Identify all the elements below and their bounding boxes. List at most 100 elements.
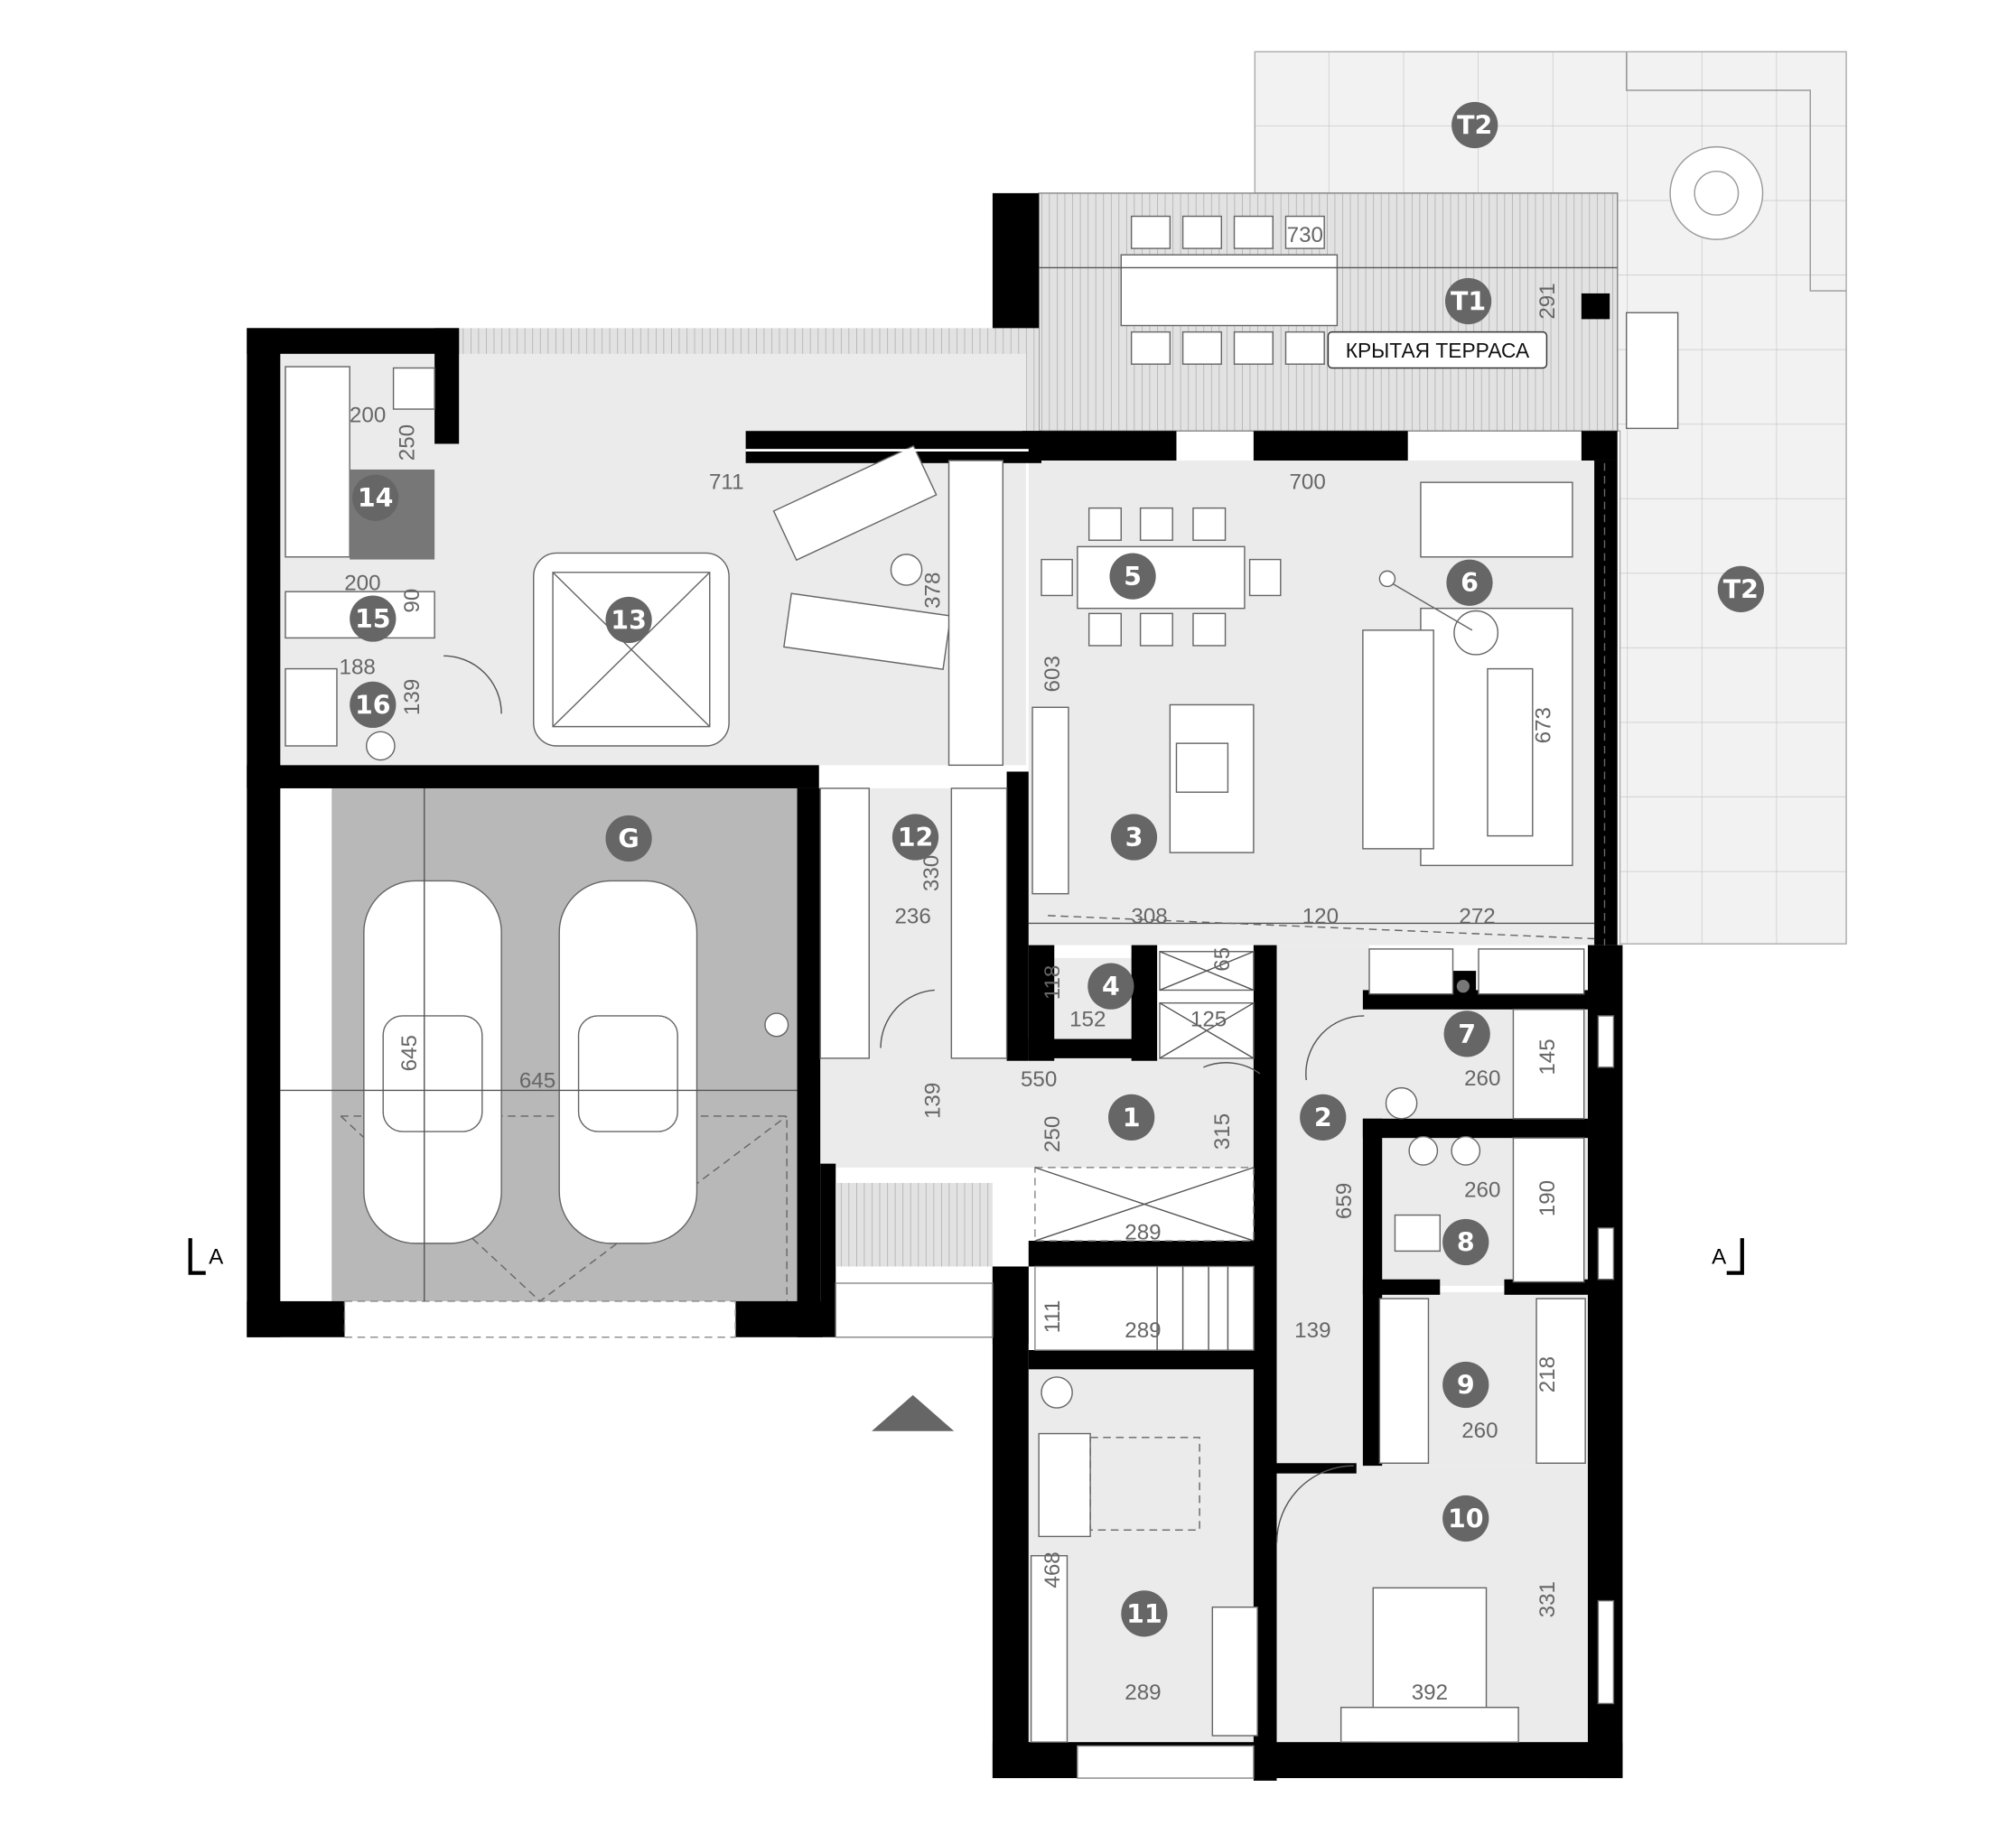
room-marker-G: G bbox=[605, 815, 652, 862]
room-number: 3 bbox=[1125, 823, 1143, 852]
dimension-label: 291 bbox=[1535, 283, 1560, 319]
room-number: T1 bbox=[1451, 286, 1486, 316]
dimension-label: 250 bbox=[1041, 1116, 1065, 1152]
room-number: 11 bbox=[1126, 1599, 1162, 1629]
dimension-label: 188 bbox=[340, 655, 376, 679]
dimension-label: 603 bbox=[1041, 656, 1065, 692]
terrace-t2 bbox=[1254, 51, 1847, 945]
room-number: T2 bbox=[1457, 110, 1492, 140]
garage-contents bbox=[280, 787, 798, 1338]
terrace-label: КРЫТАЯ ТЕРРАСА bbox=[1346, 339, 1530, 362]
room-number: G bbox=[618, 824, 639, 853]
room-number: 5 bbox=[1124, 562, 1142, 591]
dimension-label: 289 bbox=[1125, 1221, 1161, 1245]
dimension-label: 236 bbox=[894, 904, 930, 928]
section-mark-label: A bbox=[209, 1245, 224, 1270]
dimension-label: 308 bbox=[1131, 904, 1167, 928]
dimension-label: 550 bbox=[1021, 1067, 1057, 1092]
dimension-label: 65 bbox=[1210, 947, 1235, 972]
dimension-label: 468 bbox=[1041, 1551, 1065, 1588]
jacuzzi-icon bbox=[533, 552, 730, 747]
room-marker-9: 9 bbox=[1442, 1361, 1489, 1409]
dimension-label: 200 bbox=[344, 572, 380, 596]
room-number: 9 bbox=[1457, 1370, 1475, 1400]
dimension-label: 145 bbox=[1535, 1038, 1560, 1075]
dimension-label: 392 bbox=[1412, 1681, 1448, 1705]
dimension-label: 190 bbox=[1535, 1180, 1560, 1216]
dimension-label: 378 bbox=[921, 573, 946, 609]
room-marker-1: 1 bbox=[1108, 1094, 1155, 1141]
room-number: 14 bbox=[358, 483, 394, 513]
car-icon bbox=[558, 880, 698, 1244]
room-marker-5: 5 bbox=[1109, 553, 1156, 600]
bedroom-furniture bbox=[443, 655, 1615, 1779]
dimension-label: 139 bbox=[1294, 1318, 1330, 1343]
room-marker-T2: T2 bbox=[1717, 565, 1764, 612]
dimension-label: 250 bbox=[395, 424, 419, 461]
section-line bbox=[188, 1238, 206, 1275]
dimension-label: 260 bbox=[1461, 1419, 1498, 1443]
room-marker-8: 8 bbox=[1442, 1218, 1489, 1266]
room-marker-10: 10 bbox=[1442, 1495, 1489, 1542]
room-marker-13: 13 bbox=[605, 596, 652, 644]
dimension-label: 730 bbox=[1287, 223, 1323, 247]
room-marker-14: 14 bbox=[352, 474, 399, 521]
dimension-label: 659 bbox=[1332, 1183, 1357, 1219]
dimension-label: 289 bbox=[1125, 1681, 1161, 1705]
stairs bbox=[835, 951, 1255, 1351]
dimension-label: 711 bbox=[709, 470, 744, 494]
walls bbox=[247, 192, 1623, 1781]
car-icon bbox=[363, 880, 502, 1244]
dimension-label: 289 bbox=[1125, 1318, 1161, 1343]
room-marker-12: 12 bbox=[891, 814, 939, 861]
dimension-label: 645 bbox=[397, 1035, 422, 1071]
room-number: T2 bbox=[1723, 574, 1759, 604]
room-number: 12 bbox=[898, 823, 934, 852]
dimension-label: 118 bbox=[1041, 965, 1065, 1001]
room-marker-T2: T2 bbox=[1451, 101, 1498, 149]
room-number: 13 bbox=[611, 605, 647, 635]
dimension-label: 700 bbox=[1289, 470, 1325, 494]
dimension-label: 260 bbox=[1464, 1066, 1500, 1091]
room-number: 4 bbox=[1102, 972, 1120, 1001]
dimension-label: 315 bbox=[1210, 1113, 1235, 1150]
room-marker-15: 15 bbox=[350, 595, 397, 642]
dimension-label: 645 bbox=[519, 1069, 555, 1094]
dimension-label: 260 bbox=[1464, 1178, 1500, 1203]
dimension-label: 111 bbox=[1041, 1300, 1065, 1334]
section-mark-label: A bbox=[1712, 1245, 1727, 1270]
room-marker-16: 16 bbox=[350, 681, 397, 729]
room-marker-6: 6 bbox=[1446, 559, 1493, 606]
room-number: 6 bbox=[1461, 568, 1479, 598]
dimension-label: 331 bbox=[1535, 1581, 1560, 1617]
room-number: 15 bbox=[355, 604, 391, 634]
dimension-label: 139 bbox=[921, 1083, 946, 1119]
room-marker-T1: T1 bbox=[1444, 277, 1492, 325]
room-number: 10 bbox=[1448, 1504, 1484, 1533]
room-number: 2 bbox=[1314, 1103, 1332, 1132]
room-marker-2: 2 bbox=[1300, 1094, 1347, 1141]
dimension-label: 330 bbox=[919, 855, 944, 891]
room-marker-4: 4 bbox=[1087, 963, 1134, 1010]
room-number: 7 bbox=[1458, 1020, 1476, 1049]
dimension-label: 200 bbox=[350, 403, 386, 427]
dimension-label: 673 bbox=[1532, 707, 1556, 743]
room-marker-11: 11 bbox=[1121, 1590, 1168, 1637]
dimension-label: 152 bbox=[1069, 1007, 1106, 1031]
room-marker-7: 7 bbox=[1443, 1010, 1490, 1057]
dimension-label: 272 bbox=[1459, 904, 1495, 928]
dimension-label: 90 bbox=[400, 589, 425, 613]
dimension-label: 125 bbox=[1190, 1007, 1227, 1031]
dimension-label: 120 bbox=[1302, 904, 1339, 928]
room-number: 8 bbox=[1457, 1227, 1475, 1257]
living-furniture bbox=[1028, 462, 1606, 945]
dimension-label: 139 bbox=[400, 679, 425, 715]
section-line bbox=[1726, 1238, 1744, 1275]
spa-furniture bbox=[285, 366, 1029, 1059]
dimension-label: 218 bbox=[1535, 1356, 1560, 1392]
entrance-arrow-icon bbox=[872, 1394, 955, 1431]
